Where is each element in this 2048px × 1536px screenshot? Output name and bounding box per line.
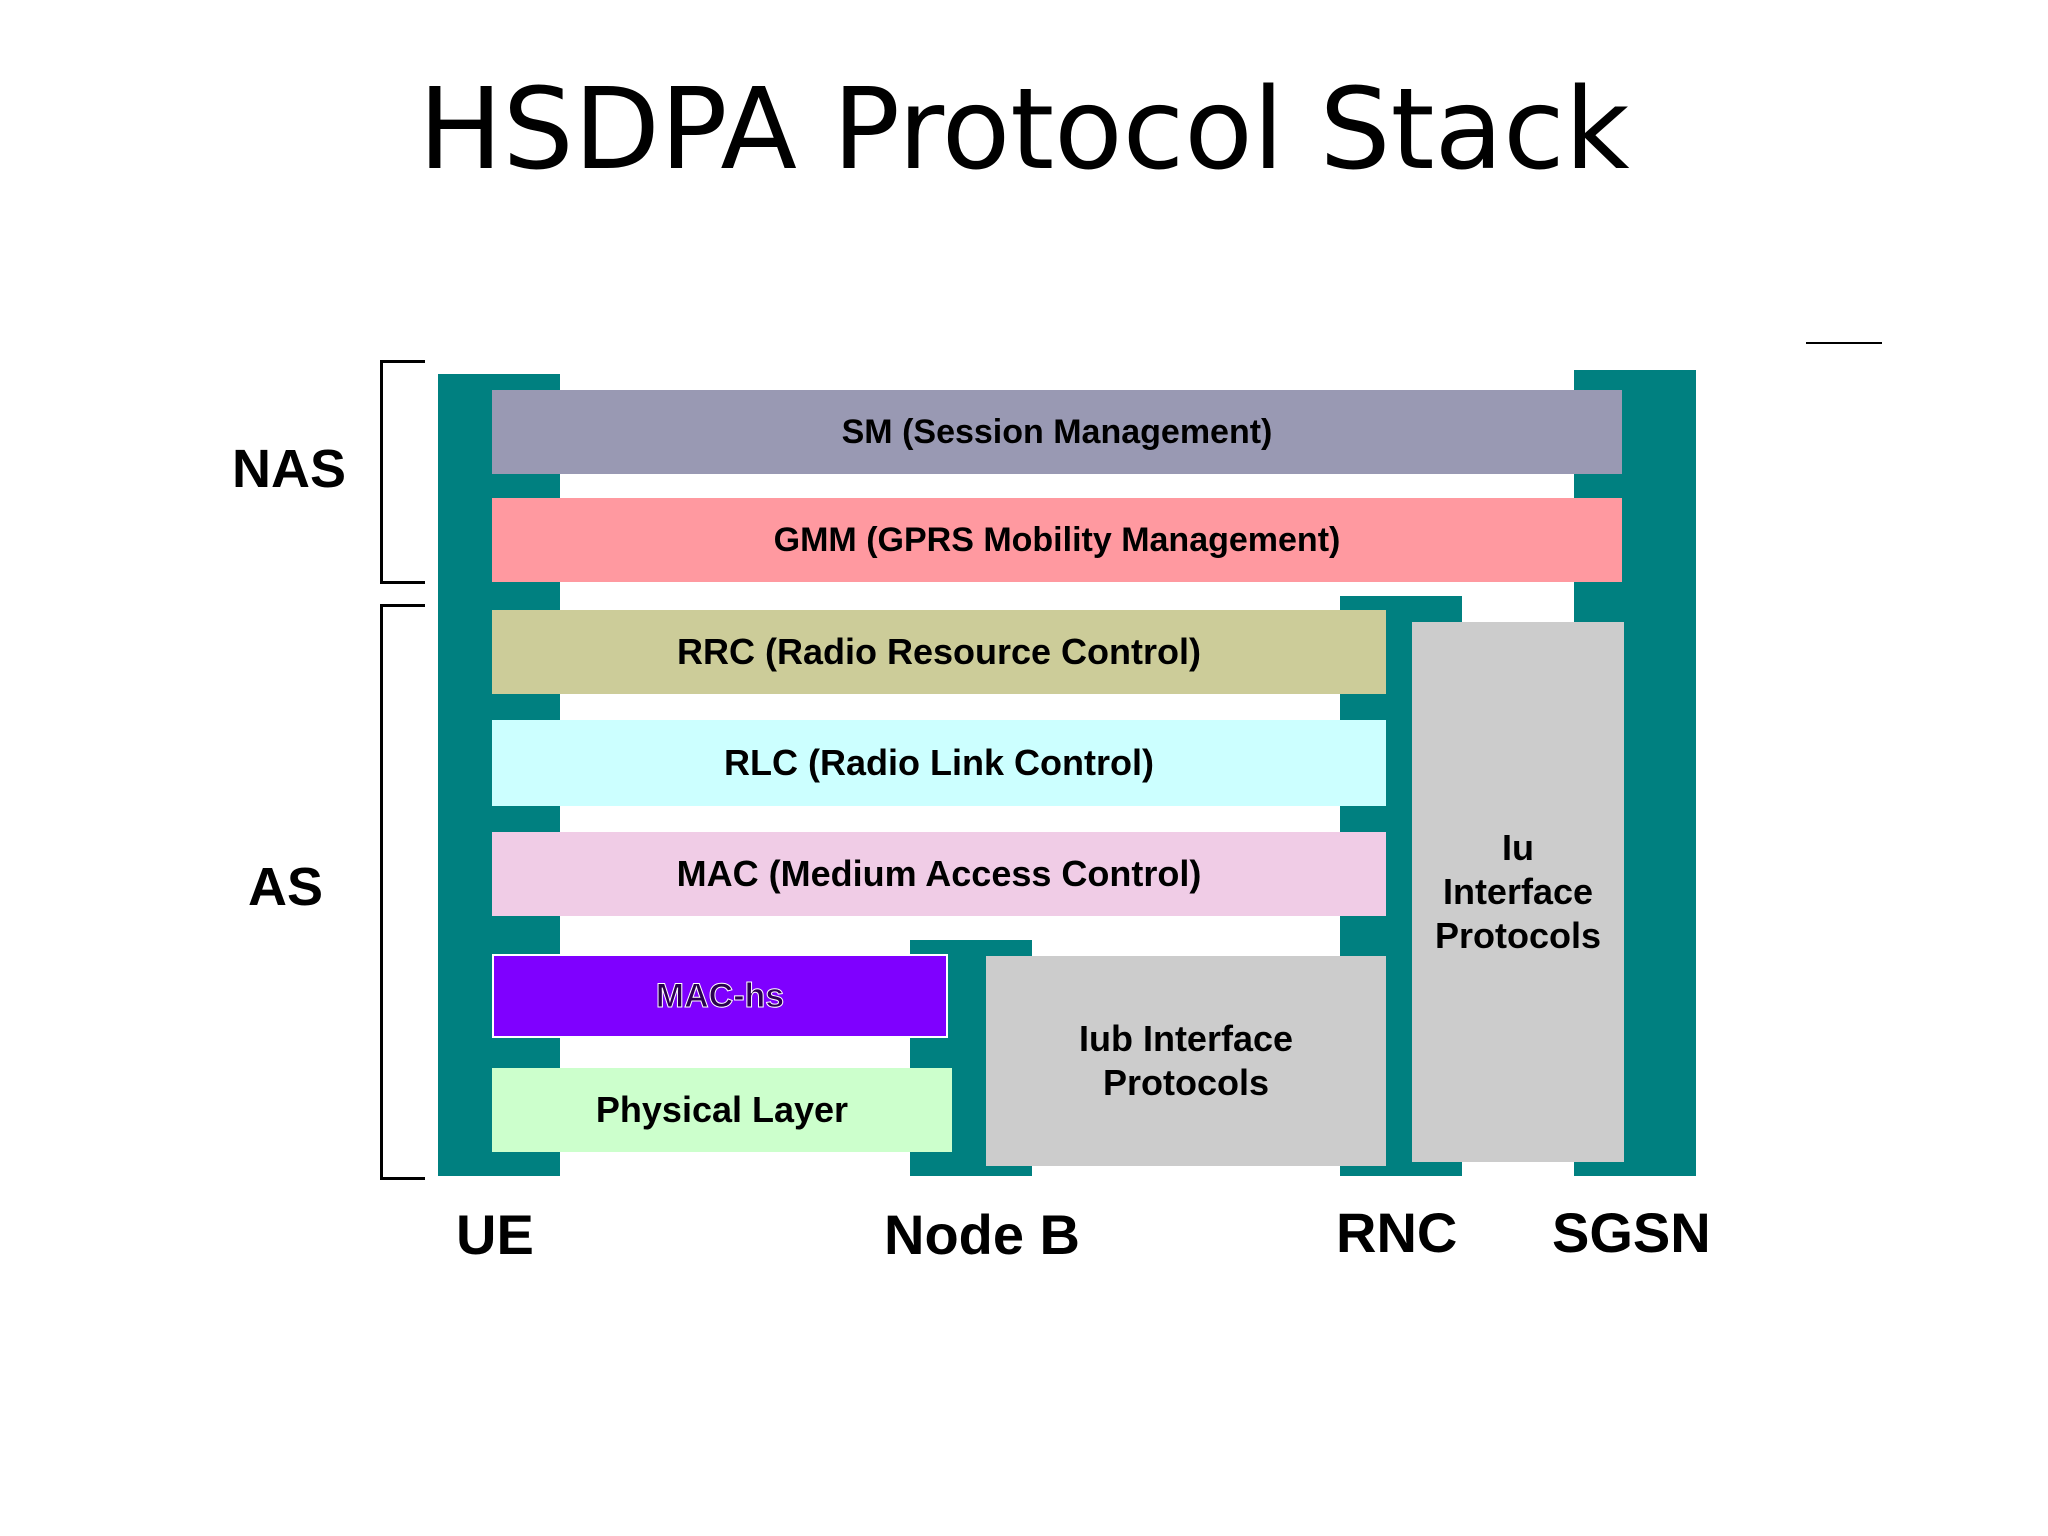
sm-layer: SM (Session Management) xyxy=(492,390,1622,474)
gmm-layer: GMM (GPRS Mobility Management) xyxy=(492,498,1622,582)
iu-label-line3: Protocols xyxy=(1434,915,1602,956)
nas-bracket xyxy=(380,360,425,584)
as-bracket xyxy=(380,604,425,1180)
physical-layer: Physical Layer xyxy=(492,1068,952,1152)
iub-interface-protocols: Iub Interface Protocols xyxy=(986,956,1386,1166)
nas-label: NAS xyxy=(232,439,347,499)
iu-interface-protocols: Iu Interface Protocols xyxy=(1412,622,1624,1162)
rnc-label: RNC xyxy=(1336,1201,1458,1264)
sm-layer-label: SM (Session Management) xyxy=(841,412,1273,451)
rlc-layer-label: RLC (Radio Link Control) xyxy=(724,742,1154,783)
decorative-line xyxy=(1806,342,1882,344)
ue-label: UE xyxy=(456,1203,534,1266)
iub-label-line2: Protocols xyxy=(1102,1062,1270,1103)
mac-hs-layer: MAC-hs xyxy=(492,954,948,1038)
mac-layer-label: MAC (Medium Access Control) xyxy=(676,853,1202,894)
rlc-layer: RLC (Radio Link Control) xyxy=(492,720,1386,806)
sgsn-label: SGSN xyxy=(1552,1201,1711,1264)
rrc-layer: RRC (Radio Resource Control) xyxy=(492,610,1386,694)
rrc-layer-label: RRC (Radio Resource Control) xyxy=(676,631,1202,672)
iu-label-line2: Interface xyxy=(1442,871,1594,912)
as-label: AS xyxy=(248,857,324,917)
gmm-layer-label: GMM (GPRS Mobility Management) xyxy=(773,520,1341,559)
mac-layer: MAC (Medium Access Control) xyxy=(492,832,1386,916)
node-b-label: Node B xyxy=(884,1203,1080,1266)
slide-title: HSDPA Protocol Stack xyxy=(418,65,1630,195)
iu-label-line1: Iu xyxy=(1502,827,1534,868)
mac-hs-layer-label: MAC-hs xyxy=(655,976,785,1015)
iub-label-line1: Iub Interface xyxy=(1078,1018,1294,1059)
physical-layer-label: Physical Layer xyxy=(595,1089,849,1130)
